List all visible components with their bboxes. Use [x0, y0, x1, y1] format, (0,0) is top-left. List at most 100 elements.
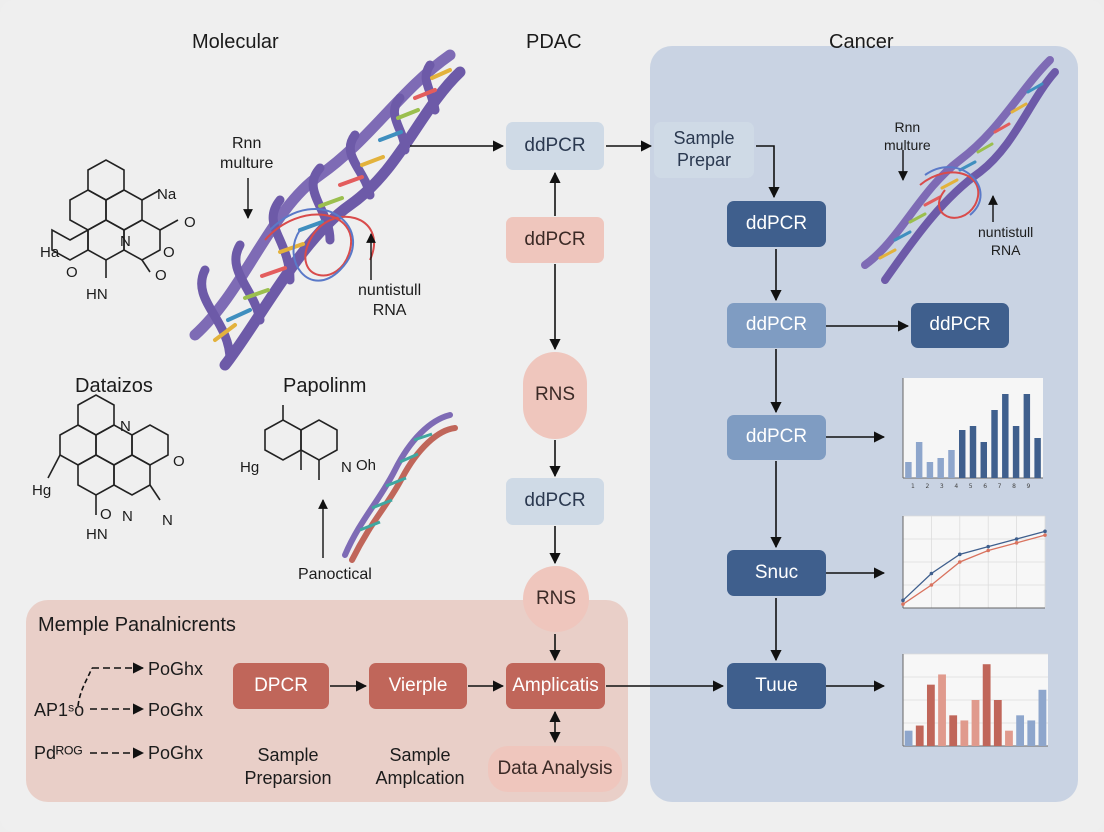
line-chart [901, 515, 1047, 609]
heading-dataizos: Dataizos [75, 375, 153, 397]
data-point [986, 548, 990, 553]
atom-label: O [66, 264, 78, 281]
x-tick-label: 1 [911, 483, 915, 490]
data-point [1043, 533, 1047, 537]
annotation-nuntistull-right: nuntistull RNA [978, 224, 1034, 258]
bar [969, 426, 977, 478]
x-tick-label: 3 [940, 483, 944, 490]
atom-label: Na [157, 186, 177, 203]
annotation-rnn-left: Rnn multure [220, 135, 274, 172]
bar [980, 442, 987, 478]
ddpcr-box-side[interactable]: ddPCR [911, 303, 1009, 348]
bar [982, 664, 991, 746]
bar [1016, 715, 1025, 746]
heading-papolinm: Papolinm [283, 375, 367, 397]
poghx-label-1: PoGhx [148, 659, 204, 679]
bar [1038, 689, 1047, 746]
rns-node-1[interactable]: RNS [523, 352, 587, 439]
bar [904, 730, 913, 746]
caption-sample-amplcation: Sample Amplcation [375, 745, 465, 788]
atom-label: N [120, 418, 131, 435]
annotation-panoctical: Panoctical [298, 566, 372, 583]
data-point [986, 544, 990, 549]
bar [991, 410, 998, 478]
data-point [1043, 529, 1047, 534]
atom-label: HN [86, 286, 108, 303]
atom-label: O [173, 453, 185, 470]
x-tick-label: 7 [998, 483, 1002, 490]
bar [948, 450, 955, 478]
data-point [901, 598, 905, 603]
molecule-structure-2 [47, 394, 169, 515]
dna-helix-left [189, 49, 466, 371]
heading-cancer: Cancer [829, 31, 894, 53]
ddpcr-box-light-1[interactable]: ddPCR [727, 303, 826, 348]
bar [960, 720, 969, 746]
series-line [902, 534, 1046, 605]
bar [1002, 394, 1009, 478]
dna-helix-right [861, 56, 1059, 284]
data-analysis-box[interactable]: Data Analysis [488, 746, 622, 792]
annotation-rnn-right: Rnn multure [884, 119, 931, 153]
x-tick-label: 5 [969, 483, 973, 490]
molecule-structure-3 [264, 405, 338, 480]
data-point [901, 602, 905, 606]
bar [949, 715, 958, 746]
atom-label: N [120, 233, 131, 250]
ddpcr-box-top[interactable]: ddPCR [506, 122, 604, 170]
atom-label: O [163, 244, 175, 261]
bar [937, 458, 944, 478]
dpcr-box[interactable]: DPCR [233, 663, 329, 709]
flow-arrows [77, 140, 910, 759]
rns-node-2[interactable]: RNS [523, 566, 589, 632]
bar [1023, 394, 1031, 478]
atom-label: O [155, 267, 167, 284]
x-tick-label: 9 [1027, 483, 1031, 490]
amplicatis-box[interactable]: Amplicatis [506, 663, 605, 709]
bar-chart-red [902, 653, 1048, 747]
atom-label: Hg [240, 459, 260, 476]
data-point [958, 552, 962, 557]
bar [959, 430, 966, 478]
ddpcr-box-middle[interactable]: ddPCR [506, 478, 604, 525]
heading-pdac: PDAC [526, 31, 582, 53]
caption-sample-preparsion: Sample Preparsion [244, 745, 332, 788]
atom-label: Oh [356, 457, 377, 474]
data-point [929, 583, 934, 587]
poghx-label-3: PoGhx [148, 743, 204, 763]
atom-label: Hg [32, 482, 52, 499]
bar [1005, 730, 1013, 746]
heading-bottom-panel: Memple Panalnicrents [38, 614, 236, 636]
bar [1034, 438, 1041, 478]
series-line [902, 530, 1046, 601]
atom-label: Ha [40, 244, 60, 261]
bar [993, 700, 1002, 746]
bar [926, 462, 934, 478]
atom-label: N [162, 512, 173, 529]
data-point [1014, 537, 1019, 541]
ddpcr-box-navy[interactable]: ddPCR [727, 201, 826, 247]
atom-label: N [341, 459, 352, 476]
tuue-box[interactable]: Tuue [727, 663, 826, 709]
x-tick-label: 6 [983, 483, 987, 490]
bar [1027, 720, 1036, 746]
atom-label: HN [86, 526, 108, 543]
source-label-ap1: AP1ˢo [34, 700, 85, 720]
ddpcr-box-light-2[interactable]: ddPCR [727, 415, 826, 460]
bar [915, 442, 923, 478]
data-point [1014, 541, 1019, 545]
data-point [958, 560, 962, 564]
dna-strand-small [342, 412, 458, 563]
data-point [929, 571, 934, 576]
snuc-box[interactable]: Snuc [727, 550, 826, 596]
source-label-pd: Pdᴿᴼᴳ [34, 743, 83, 763]
bar [926, 684, 935, 746]
ddpcr-box-pink[interactable]: ddPCR [506, 217, 604, 263]
atom-label: O [100, 506, 112, 523]
sample-prepar-box[interactable]: Sample Prepar [654, 122, 754, 178]
annotation-pointers [243, 150, 998, 558]
vierple-box[interactable]: Vierple [369, 663, 467, 709]
bar [915, 725, 924, 746]
